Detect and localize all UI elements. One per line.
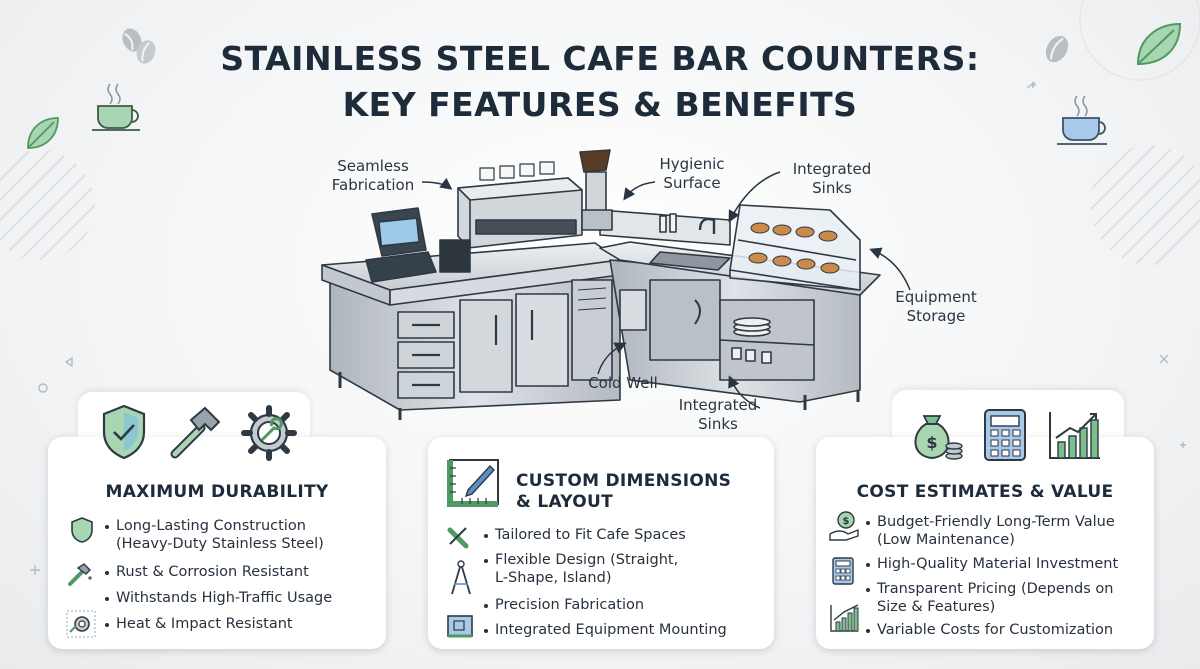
feature-flexible-design: Flexible Design (Straight, L-Shape, Isla… (495, 552, 679, 586)
feature-high-traffic: Withstands High-Traffic Usage (116, 590, 333, 606)
bullet (866, 588, 870, 592)
feature-variable-costs: Variable Costs for Customization (877, 622, 1114, 638)
money-hand-icon: $ (829, 511, 859, 541)
money-bag-icon: $ (914, 415, 963, 460)
feature-long-lasting: Long-Lasting Construction (Heavy-Duty St… (116, 518, 324, 552)
svg-text:$: $ (843, 516, 850, 527)
decorative-sparkles (30, 81, 1186, 575)
page-title: STAINLESS STEEL CAFE BAR COUNTERS: KEY F… (0, 36, 1200, 128)
leaf-icon (27, 117, 59, 149)
bullet (866, 563, 870, 567)
bullet (866, 629, 870, 633)
feature-tailored-fit: Tailored to Fit Cafe Spaces (495, 527, 686, 543)
feature-integrated-mounting: Integrated Equipment Mounting (495, 622, 727, 638)
blueprint-icon (447, 615, 473, 638)
feature-heat-impact: Heat & Impact Resistant (116, 616, 293, 632)
coffee-cup-icon (92, 83, 140, 131)
decorative-hatch-left (0, 150, 95, 260)
callout-seamless-fabrication: Seamless Fabrication (331, 157, 415, 194)
svg-text:$: $ (926, 433, 937, 452)
feature-budget-friendly: Budget-Friendly Long-Term Value (Low Mai… (877, 514, 1115, 548)
card-durability (48, 437, 386, 649)
compass-icon (451, 560, 471, 595)
card-cost (816, 437, 1154, 649)
hammer-icon (68, 563, 92, 586)
leaf-icon (1136, 22, 1182, 66)
coffee-bean-icon (122, 28, 156, 64)
bullet (105, 571, 109, 575)
calculator-icon (832, 557, 854, 585)
decorative-circle (1079, 0, 1200, 81)
bullet (105, 597, 109, 601)
bullet (866, 521, 870, 525)
gear-wrench-icon (241, 405, 297, 461)
bullet (105, 623, 109, 627)
callout-equipment-storage: Equipment Storage (895, 288, 977, 325)
gear-icon (66, 610, 96, 638)
shield-icon (71, 517, 93, 543)
coffee-cup-icon (1057, 95, 1107, 145)
bullet (484, 604, 488, 608)
feature-precision-fabrication: Precision Fabrication (495, 597, 645, 613)
growth-chart-icon (1049, 412, 1100, 459)
card-durability-title: MAXIMUM DURABILITY (105, 482, 329, 502)
bullet (105, 525, 109, 529)
feature-transparent-pricing: Transparent Pricing (Depends on Size & F… (877, 581, 1114, 615)
bullet (484, 629, 488, 633)
hammer-icon (170, 406, 221, 459)
ruler-cross-icon (447, 527, 469, 549)
cafe-counter-illustration (321, 149, 881, 420)
blueprint-ruler-icon (447, 459, 499, 507)
calculator-icon (984, 409, 1026, 461)
card-cost-title: COST ESTIMATES & VALUE (856, 482, 1114, 502)
callout-hygienic-surface: Hygienic Surface (659, 155, 725, 192)
bullet (484, 559, 488, 563)
feature-rust-resistant: Rust & Corrosion Resistant (116, 564, 309, 580)
chart-icon (830, 604, 859, 632)
callout-integrated-sinks-bottom: Integrated Sinks (678, 396, 758, 433)
coffee-bean-icon (1045, 35, 1069, 63)
title-line-2: KEY FEATURES & BENEFITS (342, 85, 858, 124)
card-custom-title: CUSTOM DIMENSIONS & LAYOUT (516, 471, 732, 512)
bullet (484, 534, 488, 538)
shield-check-icon (102, 404, 146, 460)
callout-cold-well: Cold Well (588, 374, 658, 392)
title-line-1: STAINLESS STEEL CAFE BAR COUNTERS: (220, 39, 980, 78)
feature-material-investment: High-Quality Material Investment (877, 556, 1119, 572)
callout-integrated-sinks-top: Integrated Sinks (792, 160, 872, 197)
